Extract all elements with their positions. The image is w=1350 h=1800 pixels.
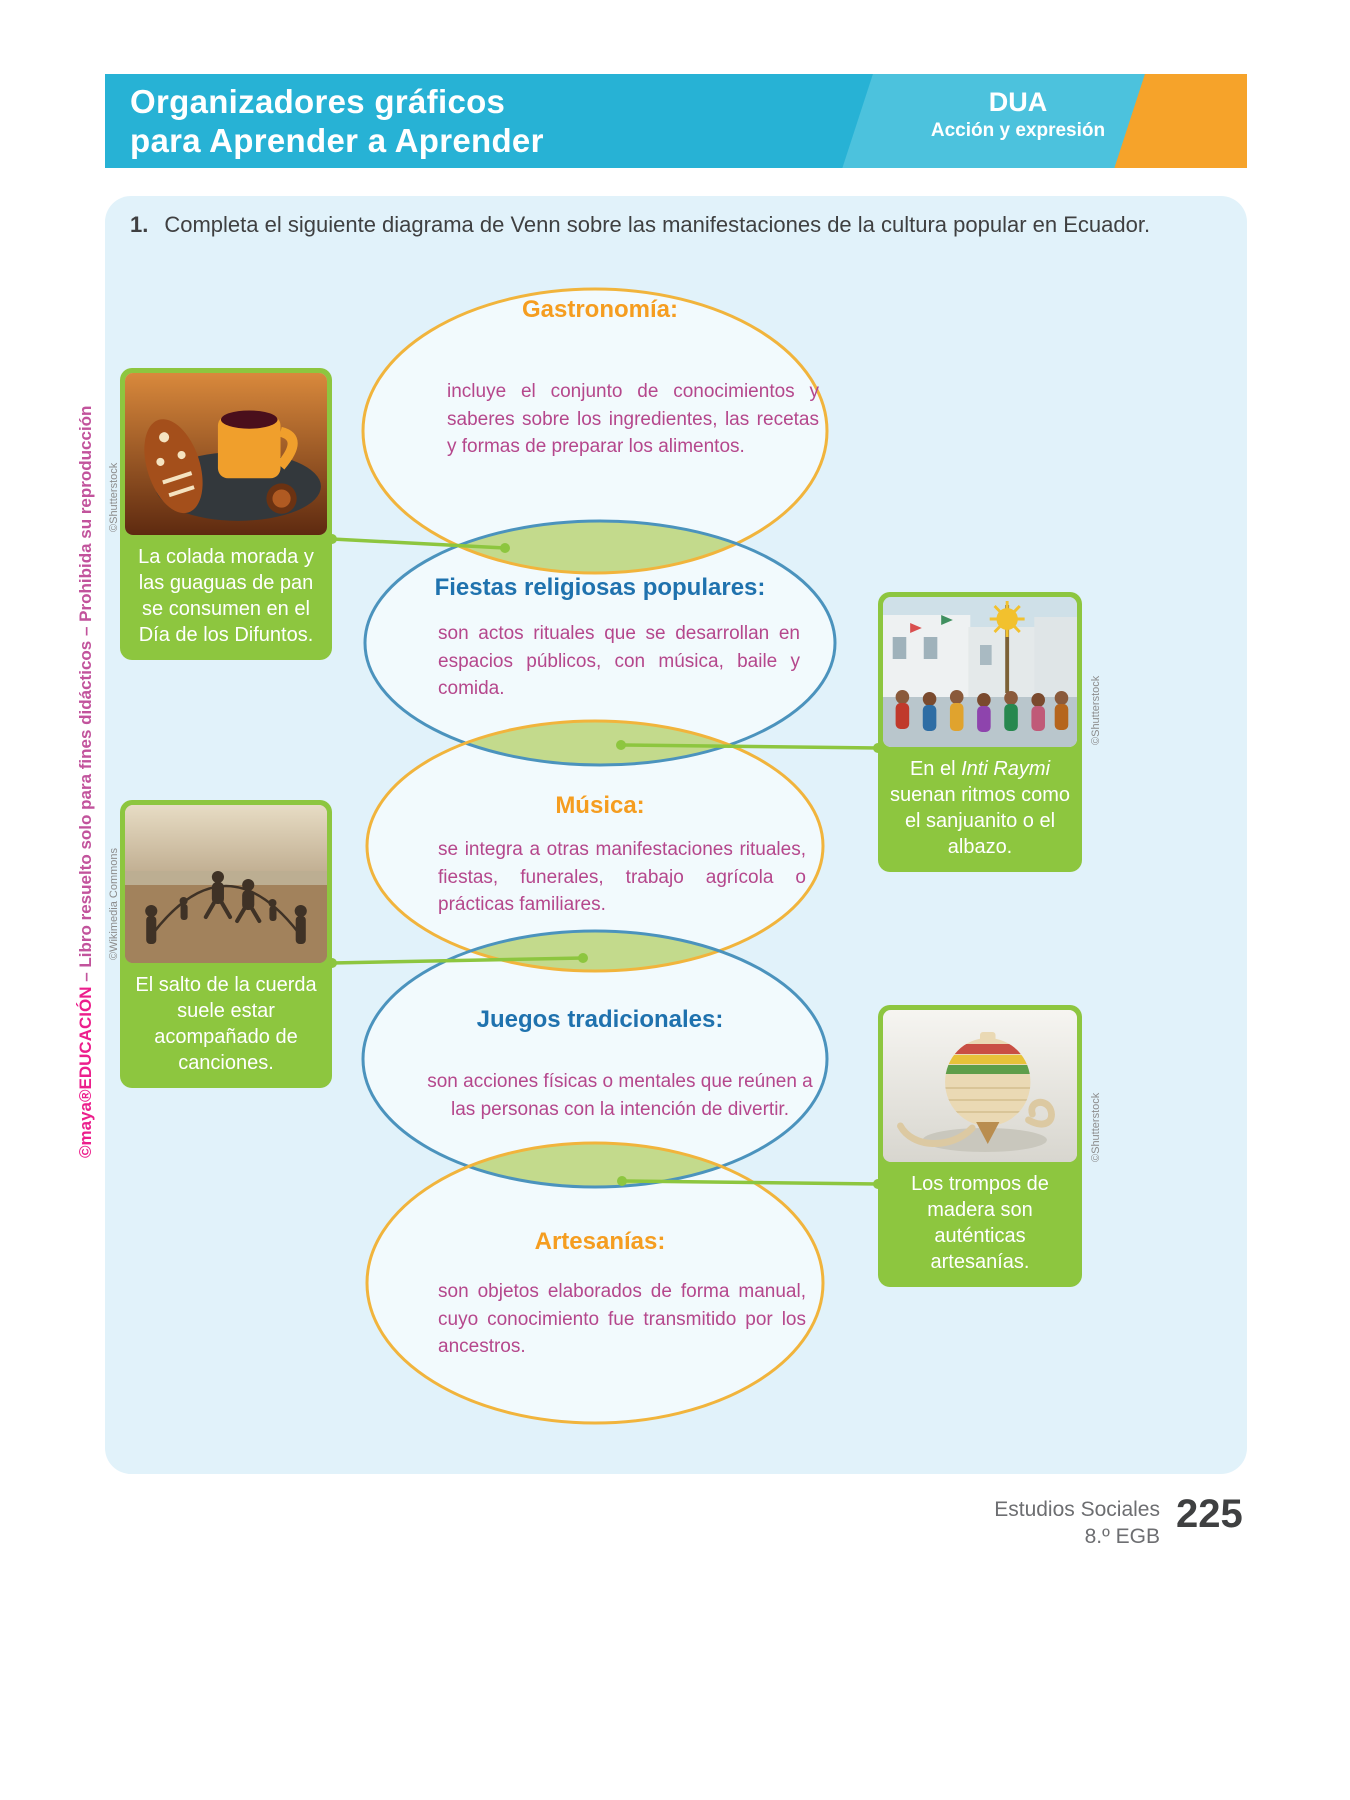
dua-badge: DUA Acción y expresión (905, 87, 1131, 145)
page-title: Organizadores gráficos para Aprender a A… (130, 83, 544, 160)
section-body-artesanias: son objetos elaborados de forma manual, … (438, 1281, 806, 1358)
venn-outline-fiestas (363, 519, 837, 767)
header-banner: Organizadores gráficos para Aprender a A… (105, 74, 1247, 168)
venn-outline-gastronomia (361, 287, 829, 575)
section-title-musica: Música: (555, 792, 645, 819)
venn-ellipse-juegos (363, 931, 827, 1187)
section-body-fiestas: son actos rituales que se desarrollan en… (438, 623, 800, 700)
photo-credit-wikimedia: ©Wikimedia Commons (108, 847, 120, 960)
photo-card-inti-raymi: En el Inti Raymi suenan ritmos como el s… (878, 592, 1082, 872)
footer-subject: Estudios Sociales (994, 1498, 1160, 1521)
photo-caption: En el Inti Raymi suenan ritmos como el s… (883, 747, 1077, 867)
photo-credit-shutterstock: ©Shutterstock (1090, 675, 1102, 745)
venn-ellipse-musica (367, 721, 823, 971)
page-title-line1: Organizadores gráficos (130, 83, 506, 120)
photo-credit-shutterstock: ©Shutterstock (1090, 1092, 1102, 1162)
section-title-gastronomia: Gastronomía: (521, 296, 679, 323)
instruction-text: Completa el siguiente diagrama de Venn s… (164, 212, 1151, 237)
photo-caption: Los trompos de madera son auténticas art… (911, 1173, 1049, 1273)
publisher-brand: ©maya®EDUCACIÓN (76, 986, 95, 1158)
venn-ellipse-artesanias (367, 1143, 823, 1423)
photo-credit-shutterstock: ©Shutterstock (108, 462, 120, 532)
instruction-number: 1. (130, 212, 149, 237)
photo-card-trompos: Los trompos de madera son auténticas art… (878, 1005, 1082, 1287)
venn-diagram (327, 287, 883, 1425)
spinning-top-illustration (883, 1010, 1077, 1162)
venn-outline-juegos (361, 929, 829, 1189)
copyright-notice: – Libro resuelto solo para fines didácti… (76, 405, 95, 987)
jump-rope-illustration (125, 805, 327, 963)
instruction: 1. Completa el siguiente diagrama de Venn… (130, 212, 1230, 238)
inti-raymi-illustration (883, 597, 1077, 747)
photo-caption: El salto de la cuerda suele estar acompa… (135, 974, 317, 1074)
photo-card-colada-morada: La colada morada y las guaguas de pan se… (120, 368, 332, 660)
footer: Estudios Sociales 8.º EGB (880, 1496, 1160, 1551)
section-body-gastronomia: incluye el conjunto de conocimientos y s… (447, 381, 819, 458)
page-number: 225 (1176, 1492, 1243, 1536)
section-body-musica: se integra a otras manifestaciones ritua… (438, 839, 806, 916)
photo-connectors (331, 537, 879, 1186)
venn-ellipse-gastronomia (363, 289, 827, 573)
section-body-juegos: son acciones físicas o mentales que reún… (427, 1071, 813, 1120)
section-title-fiestas: Fiestas religiosas populares: (434, 574, 766, 601)
caption-pre: En el (909, 758, 962, 780)
colada-morada-illustration (125, 373, 327, 535)
section-title-artesanias: Artesanías: (534, 1228, 666, 1255)
copyright-sidebar: ©maya®EDUCACIÓN – Libro resuelto solo pa… (76, 406, 96, 1158)
photo-card-salto-cuerda: El salto de la cuerda suele estar acompa… (120, 800, 332, 1088)
venn-outline-musica (365, 719, 825, 973)
page-title-line2: para Aprender a Aprender (130, 121, 544, 159)
dua-badge-title: DUA (988, 87, 1048, 117)
photo-caption: La colada morada y las guaguas de pan se… (138, 546, 314, 646)
footer-grade: 8.º EGB (1084, 1525, 1160, 1549)
section-title-juegos: Juegos tradicionales: (476, 1006, 724, 1033)
venn-outline-artesanias (365, 1141, 825, 1425)
dua-badge-subtitle: Acción y expresión (930, 120, 1106, 142)
caption-post: suenan ritmos como el sanjuanito o el al… (889, 784, 1071, 858)
venn-ellipse-fiestas (365, 521, 835, 765)
caption-italic: Inti Raymi (961, 758, 1051, 780)
